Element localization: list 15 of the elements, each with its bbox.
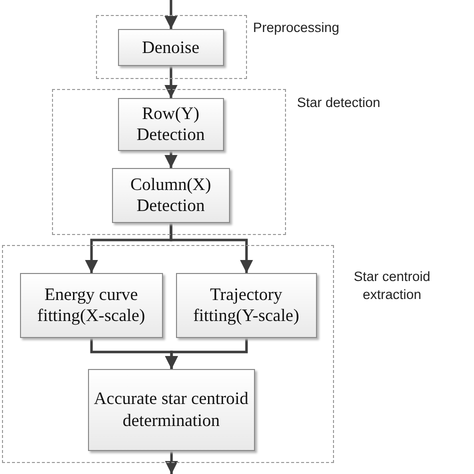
arrow xyxy=(165,338,248,369)
arrow xyxy=(164,66,178,98)
process-box: Column(X) Detection xyxy=(112,168,230,223)
group-heading: Star centroid extraction xyxy=(352,268,432,304)
group-heading: Preprocessing xyxy=(253,19,340,37)
process-box: Denoise xyxy=(118,28,224,66)
process-box: Accurate star centroid determination xyxy=(88,368,255,451)
arrow xyxy=(164,0,178,29)
arrow xyxy=(164,151,178,168)
process-box: Trajectory fitting(Y-scale) xyxy=(176,272,317,338)
process-box: Energy curve fitting(X-scale) xyxy=(20,272,163,338)
arrow xyxy=(170,223,253,273)
group-heading: Star detection xyxy=(297,94,380,112)
arrow xyxy=(165,451,178,474)
process-box: Row(Y) Detection xyxy=(118,98,224,151)
